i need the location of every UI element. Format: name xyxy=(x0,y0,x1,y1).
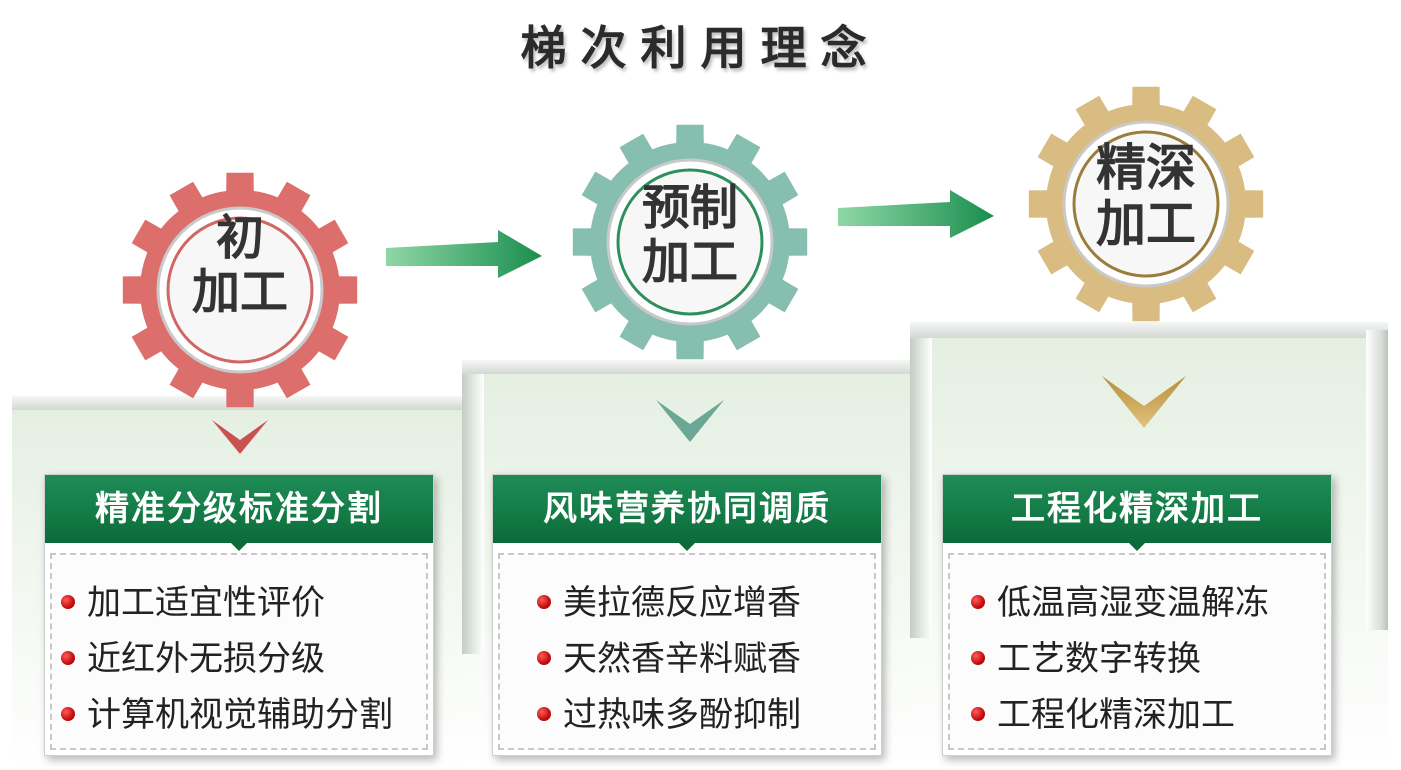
gear-tooth xyxy=(315,325,349,361)
bullet-icon xyxy=(537,594,551,609)
stage-1-list-area xyxy=(50,553,428,750)
step-2-top xyxy=(462,360,914,374)
stage-2-card: 风味营养协同调质 美拉德反应增香 天然香辛料赋香 过热味多酚抑制 xyxy=(492,474,882,756)
gear-1-line1: 初 xyxy=(215,210,264,266)
gear-tooth xyxy=(676,124,704,147)
list-item-text: 工程化精深加工 xyxy=(997,695,1235,735)
stage-3-card: 工程化精深加工 低温高湿变温解冻 工艺数字转换 工程化精深加工 xyxy=(942,474,1332,756)
diagram-title: 梯次利用理念 xyxy=(520,21,881,75)
step-3-top xyxy=(910,322,1388,338)
banner-notch xyxy=(679,543,695,551)
arrow-right-icon xyxy=(838,190,994,238)
chevron-down-icon xyxy=(212,420,268,454)
list-item: 美拉德反应增香 xyxy=(537,575,801,624)
arrow-right-icon xyxy=(386,230,542,278)
gear-tooth xyxy=(131,325,165,361)
stage-1-card: 精准分级标准分割 加工适宜性评价 近红外无损分级 计算机视觉辅助分割 xyxy=(44,474,434,756)
gear-1-line2: 加工 xyxy=(191,263,288,320)
gear-tooth xyxy=(1075,279,1111,313)
gear-tooth xyxy=(725,317,761,351)
step-2-side xyxy=(462,374,484,654)
gear-tooth xyxy=(169,365,205,399)
gear-tooth xyxy=(1221,133,1255,169)
gear-tooth xyxy=(619,317,655,351)
chevron-down-icon xyxy=(656,400,724,442)
gear-tooth xyxy=(1181,95,1217,129)
list-item-text: 过热味多酚抑制 xyxy=(563,695,801,735)
list-item: 加工适宜性评价 xyxy=(61,575,325,624)
step-3-edge xyxy=(1366,330,1388,630)
gear-1-label: 初 加工 xyxy=(140,210,340,320)
gear-icon xyxy=(572,124,808,360)
stage-1-banner: 精准分级标准分割 xyxy=(45,475,433,543)
gear-tooth xyxy=(581,277,615,313)
gear-tooth xyxy=(1075,95,1111,129)
banner-notch xyxy=(1129,543,1145,551)
gear-tooth xyxy=(572,228,595,256)
gear-tooth xyxy=(315,219,349,255)
bullet-icon xyxy=(971,706,985,721)
list-item-text: 美拉德反应增香 xyxy=(563,583,801,623)
gear-3-line1: 精深 xyxy=(1096,139,1196,197)
bullet-icon xyxy=(971,594,985,609)
gear-tooth xyxy=(1037,239,1071,275)
stage-3-banner: 工程化精深加工 xyxy=(943,475,1331,543)
bullet-icon xyxy=(971,650,985,665)
gear-tooth xyxy=(275,181,311,215)
list-item: 天然香辛料赋香 xyxy=(537,631,801,680)
gear-icon xyxy=(122,172,358,408)
gear-tooth xyxy=(335,276,358,304)
list-item: 工艺数字转换 xyxy=(971,631,1201,680)
gear-3-line2: 加工 xyxy=(1096,195,1196,253)
gear-tooth xyxy=(619,133,655,167)
list-item-text: 工艺数字转换 xyxy=(997,639,1201,679)
gear-tooth xyxy=(226,385,254,408)
bullet-icon xyxy=(537,650,551,665)
step-3-side xyxy=(910,338,932,638)
gear-tooth xyxy=(169,181,205,215)
gear-tooth xyxy=(725,133,761,167)
list-item: 工程化精深加工 xyxy=(971,687,1235,736)
stage-2-banner: 风味营养协同调质 xyxy=(493,475,881,543)
gear-tooth xyxy=(131,219,165,255)
gear-tooth xyxy=(226,172,254,195)
gear-tooth xyxy=(1028,190,1051,218)
gear-tooth xyxy=(122,276,145,304)
gear-tooth xyxy=(1132,299,1160,322)
list-item: 过热味多酚抑制 xyxy=(537,687,801,736)
list-item: 计算机视觉辅助分割 xyxy=(61,687,393,736)
list-item: 低温高湿变温解冻 xyxy=(971,575,1269,624)
gear-tooth xyxy=(1221,239,1255,275)
stage-2-list-area xyxy=(498,553,876,750)
banner-notch xyxy=(231,543,247,551)
bullet-icon xyxy=(61,706,75,721)
gear-tooth xyxy=(581,171,615,207)
chevron-down-icon xyxy=(1102,376,1186,428)
list-item-text: 近红外无损分级 xyxy=(87,639,325,679)
gear-tooth xyxy=(275,365,311,399)
bullet-icon xyxy=(61,650,75,665)
gear-tooth xyxy=(765,277,799,313)
stage-3-list-area xyxy=(948,553,1326,750)
list-item-text: 加工适宜性评价 xyxy=(87,583,325,623)
gear-3-label: 精深 加工 xyxy=(1046,140,1246,252)
list-item: 近红外无损分级 xyxy=(61,631,325,680)
gear-tooth xyxy=(1132,86,1160,109)
gear-tooth xyxy=(765,171,799,207)
gear-2-line1: 预制 xyxy=(641,180,738,236)
bullet-icon xyxy=(61,594,75,609)
gear-2-line2: 加工 xyxy=(641,233,738,290)
gear-2-label: 预制 加工 xyxy=(590,180,790,290)
list-item-text: 天然香辛料赋香 xyxy=(563,639,801,679)
list-item-text: 计算机视觉辅助分割 xyxy=(87,695,393,735)
gear-tooth xyxy=(676,337,704,360)
list-item-text: 低温高湿变温解冻 xyxy=(997,583,1269,623)
gear-tooth xyxy=(1241,190,1264,218)
gear-tooth xyxy=(1181,279,1217,313)
gear-icon xyxy=(1028,86,1264,322)
gear-tooth xyxy=(785,228,808,256)
bullet-icon xyxy=(537,706,551,721)
gear-tooth xyxy=(1037,133,1071,169)
